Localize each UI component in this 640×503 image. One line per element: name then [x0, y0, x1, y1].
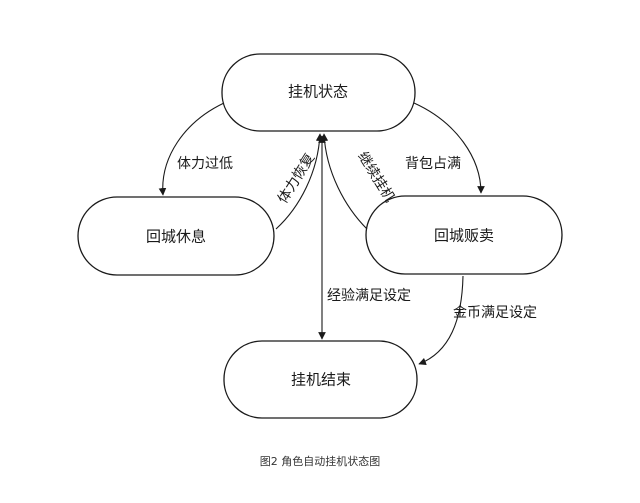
node-sell-label: 回城贩卖 — [434, 227, 494, 245]
edge-stamina-low — [158, 102, 225, 196]
node-end: 挂机结束 — [223, 340, 418, 419]
edge-label-exp-reached: 经验满足设定 — [327, 288, 411, 304]
node-hangup-label: 挂机状态 — [288, 83, 348, 101]
node-rest-label: 回城休息 — [146, 228, 206, 246]
edge-label-gold-reached: 金币满足设定 — [453, 305, 537, 321]
edge-gold-reached — [418, 275, 464, 366]
figure-caption: 图2 角色自动挂机状态图 — [260, 454, 381, 468]
node-rest: 回城休息 — [77, 196, 275, 276]
edge-label-stamina-low: 体力过低 — [177, 156, 233, 172]
node-end-label: 挂机结束 — [291, 371, 351, 389]
node-sell: 回城贩卖 — [365, 195, 563, 275]
edge-label-continue-hangup: 继续挂机 — [354, 149, 398, 205]
edge-continue-hangup — [320, 133, 368, 230]
node-hangup: 挂机状态 — [221, 53, 416, 132]
edge-bag-full — [413, 102, 485, 194]
edge-label-stamina-recovered: 体力恢复 — [274, 150, 318, 206]
edge-label-bag-full: 背包占满 — [405, 156, 461, 172]
